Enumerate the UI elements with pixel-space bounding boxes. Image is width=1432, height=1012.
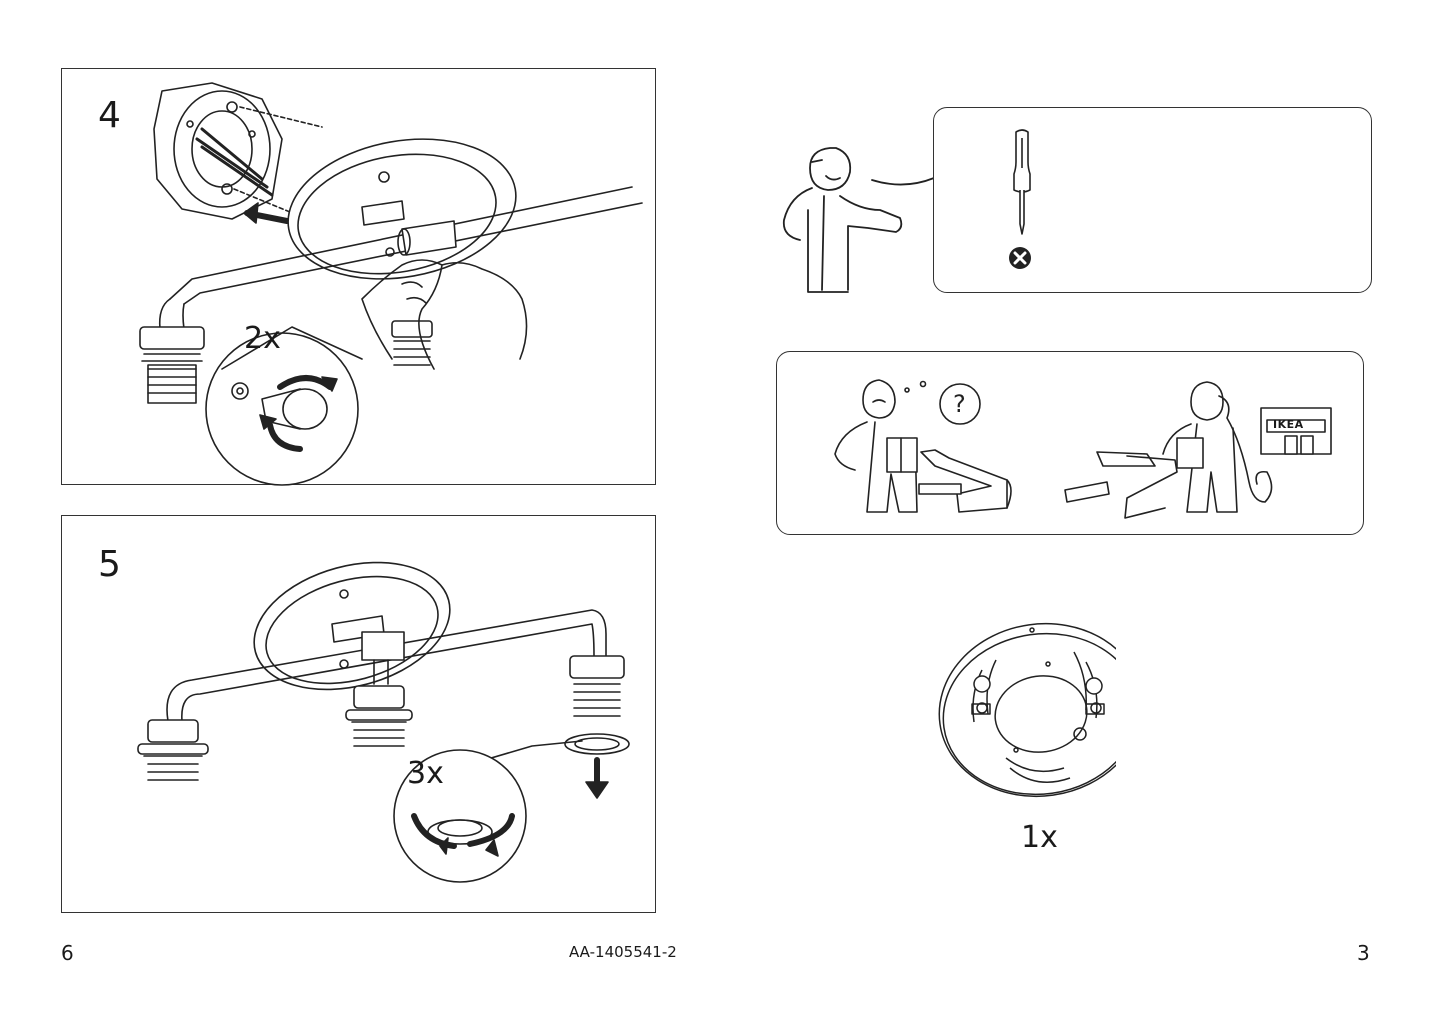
step-5-panel: 5: [61, 515, 656, 913]
step-5-illustration: [137, 561, 630, 883]
tools-panel: [933, 107, 1372, 293]
mounting-plate-part: [938, 622, 1116, 798]
right-page-number: 3: [1357, 941, 1370, 965]
screwdriver-icon: [1013, 129, 1031, 235]
quantity-label: 3x: [407, 756, 444, 791]
ikea-store-sign: IKEA: [1273, 418, 1304, 431]
step-number: 4: [98, 95, 121, 136]
left-page-number: 6: [61, 941, 74, 965]
help-panel: ? IKEA: [776, 351, 1364, 535]
not-included-x-icon: [1009, 247, 1031, 269]
step-4-panel: 4: [61, 68, 656, 486]
part-quantity-label: 1x: [1021, 820, 1058, 855]
step-number: 5: [98, 544, 121, 585]
svg-text:?: ?: [953, 390, 966, 418]
confused-man-illustration: ?: [834, 379, 1012, 513]
document-code: AA-1405541-2: [569, 943, 677, 961]
quantity-label: 2x: [244, 321, 281, 356]
man-calling-ikea-illustration: [1064, 381, 1332, 519]
step-4-illustration: [139, 82, 643, 486]
